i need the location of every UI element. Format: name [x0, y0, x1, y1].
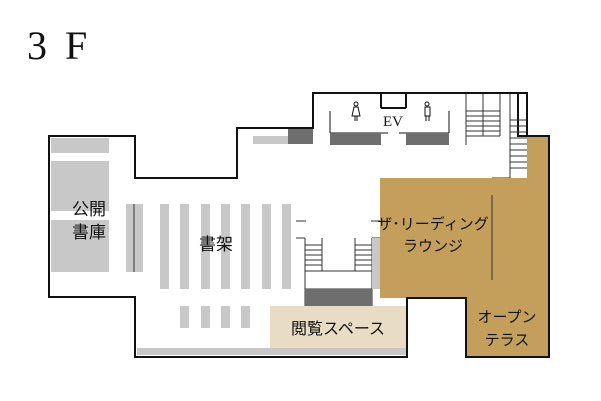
bottom-counter — [137, 348, 407, 355]
wall-outline — [48, 92, 550, 358]
stairs-top-right — [465, 93, 527, 179]
reading-space-label: 閲覧スペース — [291, 319, 385, 338]
elevator: EV — [380, 93, 407, 134]
restroom-men — [406, 101, 450, 145]
stairs-side-panel — [372, 238, 380, 289]
male-restroom-icon — [424, 101, 431, 121]
open-stacks-label-line2: 書庫 — [72, 223, 106, 243]
elevator-label: EV — [383, 114, 403, 130]
top-counter — [253, 136, 288, 144]
floor-title: 3 F — [27, 23, 92, 68]
open-stacks-label-line1: 公開 — [72, 200, 106, 220]
bookshelf-rows — [126, 204, 291, 328]
open-stacks-shelves — [51, 138, 109, 272]
open-terrace-label-line1: オープン — [477, 308, 536, 326]
reading-space: 閲覧スペース — [270, 306, 406, 348]
female-restroom-icon — [351, 101, 361, 121]
reading-lounge-label-line1: ザ･リーディング — [377, 215, 488, 233]
reading-lounge-label-line2: ラウンジ — [403, 237, 463, 255]
reading-lounge: ザ･リーディング ラウンジ — [377, 178, 527, 298]
restroom-women — [329, 101, 381, 145]
top-dark-block — [288, 129, 313, 144]
stairs-dark-block — [305, 289, 372, 306]
bookshelves-label: 書架 — [199, 235, 233, 255]
open-terrace-label-line2: テラス — [485, 331, 530, 349]
